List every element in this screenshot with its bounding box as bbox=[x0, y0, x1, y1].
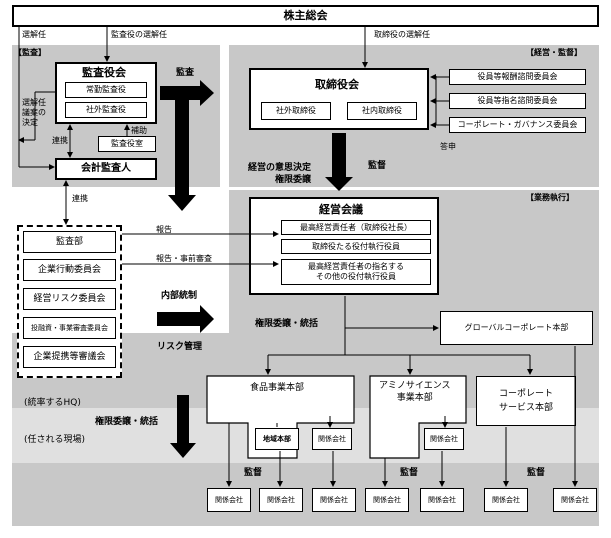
label-supervision: 監督 bbox=[368, 161, 387, 171]
food-division-label: 食品事業本部 bbox=[250, 383, 305, 393]
exec-member-director-officers: 取締役たる役付執行役員 bbox=[281, 239, 431, 254]
section-audit-label: 【監査】 bbox=[14, 48, 46, 57]
affiliate-bottom-4: 関係会社 bbox=[365, 488, 409, 512]
label-delegate-integrate-1: 権限委譲・統括 bbox=[255, 319, 319, 329]
committee-compensation: 役員等報酬諮問委員会 bbox=[449, 69, 586, 85]
label-elect-left: 選解任 bbox=[22, 30, 46, 39]
label-support: 補助 bbox=[131, 126, 147, 135]
label-cooperation-2: 連携 bbox=[72, 194, 88, 203]
regional-hq: 地域本部 bbox=[255, 428, 299, 450]
label-delegation-decision: 経営の意思決定 権限委譲 bbox=[248, 163, 312, 186]
affiliate-food-mid: 関係会社 bbox=[312, 428, 352, 450]
label-supervise-3: 監督 bbox=[527, 468, 546, 478]
exec-meeting-title: 経営会議 bbox=[319, 203, 363, 216]
exec-member-ceo: 最高経営責任者（取締役社長） bbox=[281, 220, 431, 235]
label-risk-management: リスク管理 bbox=[157, 342, 203, 352]
affiliate-bottom-6: 関係会社 bbox=[484, 488, 528, 512]
audit-office: 監査役室 bbox=[98, 136, 156, 152]
internal-unit-alliance-council: 企業提携等審議会 bbox=[23, 346, 116, 368]
affiliate-amino-mid: 関係会社 bbox=[424, 428, 464, 450]
committee-governance: コーポレート・ガバナンス委員会 bbox=[449, 117, 586, 133]
shareholders-meeting-label: 株主総会 bbox=[283, 9, 328, 23]
affiliate-bottom-5: 関係会社 bbox=[420, 488, 464, 512]
committee-nomination: 役員等指名諮問委員会 bbox=[449, 93, 586, 109]
board-member-outside: 社外取締役 bbox=[261, 102, 331, 120]
audit-board-title: 監査役会 bbox=[82, 66, 126, 79]
executive-meeting: 経営会議 最高経営責任者（取締役社長） 取締役たる役付執行役員 最高経営責任者の… bbox=[249, 197, 439, 295]
audit-board: 監査役会 常勤監査役 社外監査役 bbox=[55, 62, 157, 124]
shareholders-meeting: 株主総会 bbox=[12, 5, 599, 27]
affiliate-bottom-2: 関係会社 bbox=[259, 488, 303, 512]
internal-unit-audit-dept: 監査部 bbox=[23, 231, 116, 253]
accounting-auditor: 会計監査人 bbox=[55, 158, 157, 180]
internal-control-arrow bbox=[157, 305, 214, 333]
label-elect-auditors: 監査役の選解任 bbox=[111, 30, 167, 39]
global-corporate-hq: グローバルコーポレート本部 bbox=[440, 311, 593, 345]
label-hq: (統率するHQ) bbox=[24, 398, 81, 408]
internal-unit-conduct-committee: 企業行動委員会 bbox=[23, 259, 116, 281]
audit-board-member-outside: 社外監査役 bbox=[65, 102, 147, 118]
affiliate-bottom-7: 関係会社 bbox=[553, 488, 597, 512]
board-title: 取締役会 bbox=[315, 78, 359, 91]
label-supervise-2: 監督 bbox=[400, 468, 419, 478]
label-report-consult: 答申 bbox=[440, 142, 456, 151]
label-internal-control: 内部統制 bbox=[161, 291, 198, 301]
label-field: (任される現場) bbox=[24, 435, 86, 445]
amino-division-label: アミノサイエンス 事業本部 bbox=[379, 381, 451, 403]
label-elect-proposal: 選解任 議案の 決定 bbox=[22, 98, 46, 127]
board-member-inside: 社内取締役 bbox=[347, 102, 417, 120]
label-report-prior: 報告・事前審査 bbox=[156, 254, 212, 263]
label-report: 報告 bbox=[156, 225, 172, 234]
label-cooperation-1: 連携 bbox=[52, 136, 68, 145]
section-execution-label: 【業務執行】 bbox=[526, 193, 574, 202]
audit-board-member-fulltime: 常勤監査役 bbox=[65, 82, 147, 98]
exec-member-nominated-officers: 最高経営責任者の指名する その他の役付執行役員 bbox=[281, 259, 431, 285]
label-supervise-1: 監督 bbox=[244, 468, 263, 478]
corporate-services-division: コーポレート サービス本部 bbox=[476, 376, 576, 426]
internal-unit-investment-committee: 投融資・事業審査委員会 bbox=[23, 317, 116, 339]
label-delegate-integrate-2: 権限委譲・統括 bbox=[95, 417, 159, 427]
section-management-label: 【経営・監督】 bbox=[526, 48, 582, 57]
affiliate-bottom-1: 関係会社 bbox=[207, 488, 251, 512]
affiliate-bottom-3: 関係会社 bbox=[312, 488, 356, 512]
label-audit: 監査 bbox=[176, 68, 195, 78]
label-elect-directors: 取締役の選解任 bbox=[374, 30, 430, 39]
board-of-directors: 取締役会 社外取締役 社内取締役 bbox=[249, 68, 429, 130]
internal-unit-risk-committee: 経営リスク委員会 bbox=[23, 288, 116, 310]
